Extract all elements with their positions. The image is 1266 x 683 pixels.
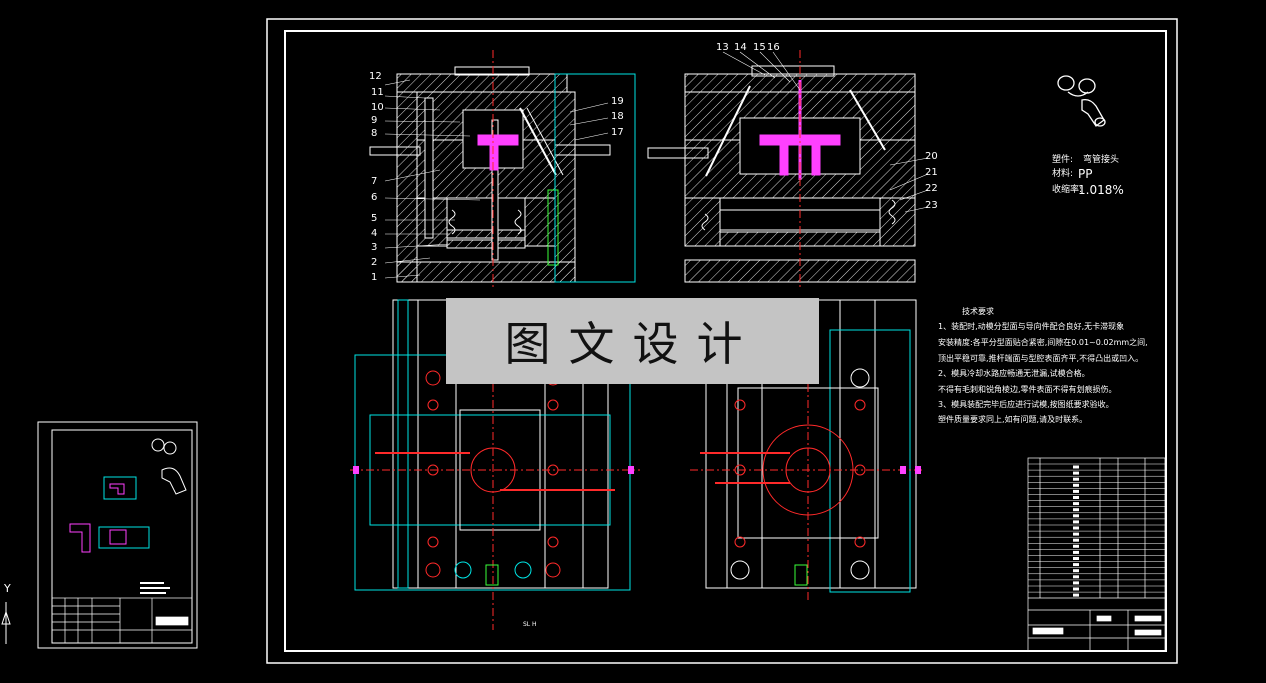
- callout-number: 12: [369, 71, 382, 82]
- bom-entry-mark: [1073, 514, 1079, 518]
- callout-number: 15: [753, 42, 766, 53]
- callout-number: 5: [371, 213, 378, 224]
- callout-number: 11: [371, 87, 384, 98]
- callout-number: 9: [371, 115, 378, 126]
- bom-entry-mark: [1073, 489, 1079, 493]
- callout-number: 6: [371, 192, 378, 203]
- watermark-text: 图文设计: [504, 317, 761, 371]
- material-label: 材料:: [1052, 169, 1074, 179]
- bom-entry-mark: [1073, 508, 1079, 512]
- shrink-label: 收缩率:: [1052, 185, 1083, 195]
- part-name-value: 弯管接头: [1083, 155, 1120, 165]
- callout-number: 1: [371, 272, 378, 283]
- scale-note: SL H: [523, 621, 537, 628]
- bom-entry-mark: [1073, 526, 1079, 530]
- tech-note-line: 1、装配时,动模分型面与导向件配合良好,无卡滞现象: [938, 322, 1125, 331]
- thumbnail-title-block: [51, 597, 193, 644]
- callout-number: 3: [371, 242, 378, 253]
- callout-number: 23: [925, 200, 938, 211]
- callout-number: 19: [611, 96, 624, 107]
- bom-entry-mark: [1073, 483, 1079, 487]
- thumbnail-sheet-outer: [37, 421, 198, 649]
- bom-entry-mark: [1073, 587, 1079, 591]
- callout-number: 2: [371, 257, 378, 268]
- bom-entry-mark: [1073, 593, 1079, 597]
- bom-rows: [1028, 463, 1165, 597]
- bom-entry-mark: [1073, 502, 1079, 506]
- tech-note-line: 塑件质量要求同上,如有问题,请及时联系。: [938, 415, 1088, 424]
- bom-entry-mark: [1073, 477, 1079, 481]
- inner-sheet-border: [284, 30, 1167, 652]
- bom-entry-mark: [1073, 471, 1079, 475]
- tech-note-line: 2、模具冷却水路应畅通无泄漏,试模合格。: [938, 369, 1090, 378]
- tech-note-line: 不得有毛刺和锐角棱边,零件表面不得有划痕损伤。: [938, 385, 1117, 394]
- callout-number: 16: [767, 42, 780, 53]
- callout-number: 14: [734, 42, 747, 53]
- bom-entry-mark: [1073, 544, 1079, 548]
- callout-number: 10: [371, 102, 384, 113]
- bom-entry-mark: [1073, 496, 1079, 499]
- watermark-box: 图文设计: [446, 298, 819, 384]
- callout-number: 17: [611, 127, 624, 138]
- thumbnail-notes: [140, 582, 170, 594]
- section-view-left: [369, 50, 636, 290]
- ucs-axis-icon: [1, 602, 11, 644]
- tech-note-line: 3、模具装配完毕后应进行试模,按图纸要求验收。: [938, 400, 1114, 409]
- bom-entry-mark: [1073, 465, 1079, 469]
- title-block: [1027, 457, 1166, 652]
- part-isometric: [1057, 75, 1106, 127]
- bom-entry-mark: [1073, 520, 1079, 524]
- callout-number: 13: [716, 42, 729, 53]
- callout-number: 18: [611, 111, 624, 122]
- bom-entry-mark: [1073, 532, 1079, 536]
- bom-entry-mark: [1073, 538, 1079, 542]
- callout-number: 20: [925, 151, 938, 162]
- bom-entry-mark: [1073, 581, 1079, 585]
- callout-number: 4: [371, 228, 378, 239]
- bom-entry-mark: [1073, 563, 1079, 567]
- thumbnail-sheet-inner: [51, 429, 193, 644]
- tech-note-line: 安装精度:各平分型面贴合紧密,间隙在0.01~0.02mm之间,: [938, 338, 1148, 347]
- section-view-right: [647, 50, 929, 290]
- bom-entry-mark: [1073, 550, 1079, 554]
- bom-entry-mark: [1073, 557, 1079, 560]
- callout-number: 22: [925, 183, 938, 194]
- shrink-value: 1.018%: [1078, 183, 1124, 197]
- tech-note-line: 顶出平稳可靠,推杆端面与型腔表面齐平,不得凸出或凹入。: [938, 354, 1144, 363]
- thumbnail-views: [69, 438, 187, 553]
- bom-entry-mark: [1073, 575, 1079, 579]
- material-value: PP: [1078, 167, 1093, 181]
- tech-note-line: 技术要求: [962, 307, 994, 316]
- part-name-label: 塑件:: [1052, 155, 1074, 165]
- callout-number: 8: [371, 128, 378, 139]
- outer-sheet-border: [266, 18, 1178, 664]
- callout-number: 7: [371, 176, 378, 187]
- bom-entry-mark: [1073, 569, 1079, 573]
- ucs-y-label: Y: [4, 582, 11, 595]
- callout-number: 21: [925, 167, 938, 178]
